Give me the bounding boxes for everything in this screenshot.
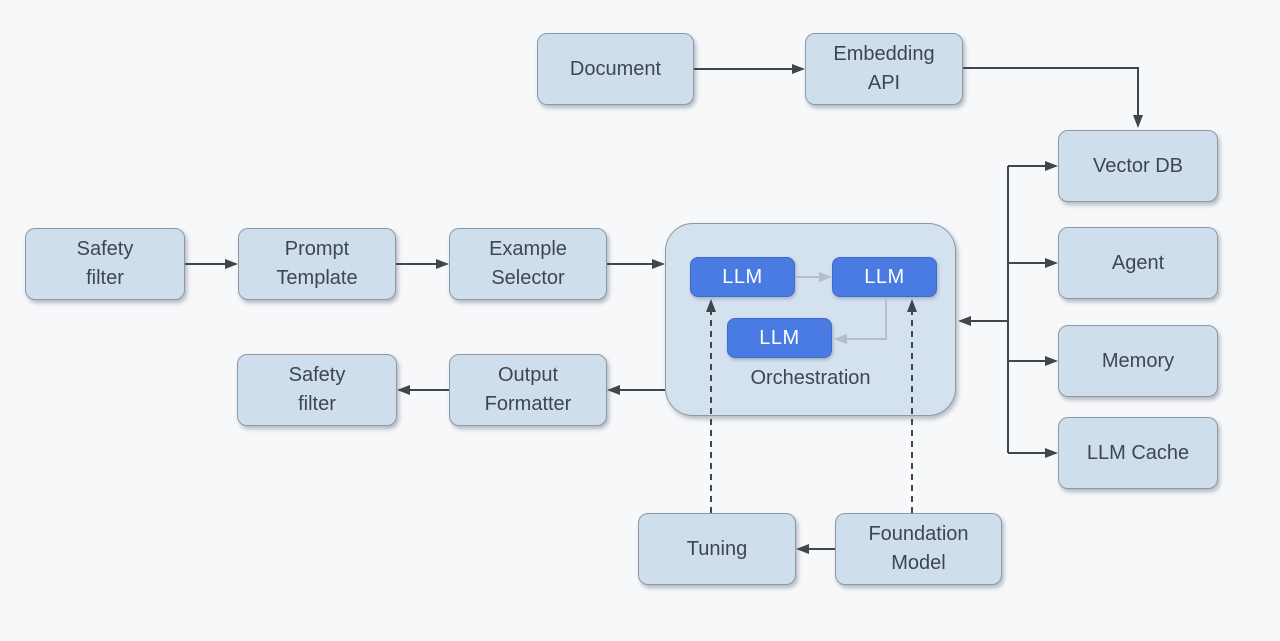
node-llm-cache-label: LLM Cache <box>1086 441 1190 464</box>
node-vector-db: Vector DB <box>1058 130 1218 202</box>
node-prompt-template-label: Prompt Template <box>276 238 358 289</box>
node-tuning: Tuning <box>638 513 796 585</box>
node-tuning-label: Tuning <box>686 537 748 560</box>
node-example-selector-label: Example Selector <box>489 238 567 289</box>
node-orchestration: Orchestration <box>665 223 956 416</box>
node-safety-filter-input-label: Safety filter <box>76 238 134 289</box>
node-llm-2-label: LLM <box>864 265 905 288</box>
node-llm-2: LLM <box>832 257 937 297</box>
node-embedding-api-label: Embedding API <box>833 43 935 94</box>
node-llm-cache: LLM Cache <box>1058 417 1218 489</box>
node-llm-1-label: LLM <box>722 265 763 288</box>
edge-embedding-api-to-vector-db <box>963 67 1143 128</box>
node-llm-1: LLM <box>690 257 795 297</box>
node-foundation-model-label: Foundation Model <box>868 523 969 574</box>
node-safety-filter-output: Safety filter <box>237 354 397 426</box>
node-document: Document <box>537 33 694 105</box>
node-agent: Agent <box>1058 227 1218 299</box>
node-llm-3: LLM <box>727 318 832 358</box>
node-output-formatter-label: Output Formatter <box>484 364 572 415</box>
node-agent-label: Agent <box>1111 251 1165 274</box>
node-memory: Memory <box>1058 325 1218 397</box>
node-vector-db-label: Vector DB <box>1092 154 1184 177</box>
node-output-formatter: Output Formatter <box>449 354 607 426</box>
node-llm-3-label: LLM <box>759 326 800 349</box>
node-example-selector: Example Selector <box>449 228 607 300</box>
node-memory-label: Memory <box>1101 349 1175 372</box>
node-embedding-api: Embedding API <box>805 33 963 105</box>
node-orchestration-label: Orchestration <box>750 367 871 389</box>
node-safety-filter-output-label: Safety filter <box>288 364 346 415</box>
node-prompt-template: Prompt Template <box>238 228 396 300</box>
node-document-label: Document <box>569 57 662 80</box>
node-foundation-model: Foundation Model <box>835 513 1002 585</box>
node-safety-filter-input: Safety filter <box>25 228 185 300</box>
